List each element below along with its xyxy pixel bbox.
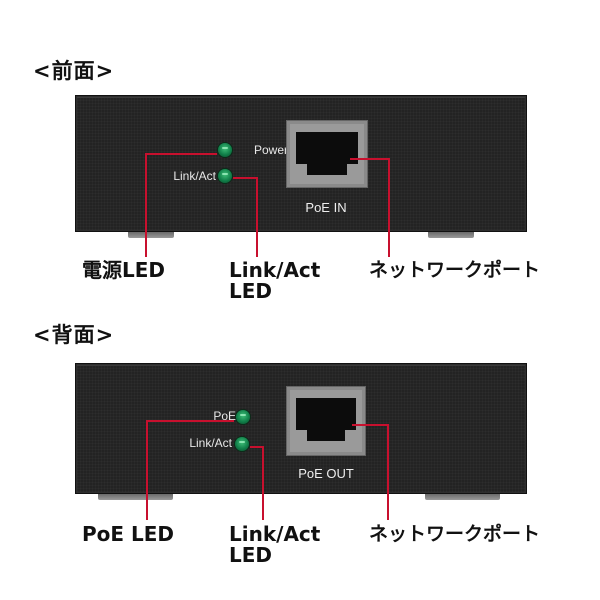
port-socket-latch (307, 163, 347, 175)
front-link-led (218, 169, 232, 183)
front-link-led-callout-line2: LED (229, 279, 273, 303)
front-link-callout-line (256, 177, 258, 257)
back-link-led (235, 437, 249, 451)
back-right-foot (425, 492, 500, 500)
back-panel: PoE Link/Act PoE OUT (75, 363, 527, 494)
poe-led-label: PoE (213, 409, 236, 423)
front-port-callout-line (350, 158, 389, 160)
back-left-foot (98, 492, 173, 500)
front-right-foot (428, 230, 474, 238)
front-left-foot (128, 230, 174, 238)
power-led-callout: 電源LED (82, 258, 166, 282)
port-socket (296, 398, 356, 430)
front-network-port-callout: ネットワークポート (369, 259, 541, 281)
front-link-callout-line (233, 177, 257, 179)
back-link-callout-line (250, 446, 264, 448)
back-network-port-callout: ネットワークポート (369, 523, 541, 545)
back-port-callout-line (387, 424, 389, 520)
port-socket (296, 132, 358, 164)
front-link-led-label: Link/Act (173, 169, 216, 183)
back-link-callout-line (262, 446, 264, 520)
back-section-title: <背面> (33, 323, 115, 347)
back-link-led-label: Link/Act (189, 436, 232, 450)
power-led-callout-line (145, 153, 217, 155)
front-panel: Power Link/Act PoE IN (75, 95, 527, 232)
front-port-callout-line (388, 158, 390, 257)
back-port-callout-line (352, 424, 388, 426)
back-link-led-callout-line2: LED (229, 543, 273, 567)
power-led-label: Power (253, 143, 288, 157)
front-section-title: <前面> (33, 59, 115, 83)
poe-led-callout-line (146, 420, 148, 520)
front-network-port (286, 120, 368, 188)
port-socket-latch (307, 429, 345, 441)
front-link-led-callout-line1: Link/Act (229, 258, 321, 282)
power-led (218, 143, 232, 157)
back-link-led-callout-line1: Link/Act (229, 522, 321, 546)
back-network-port (286, 386, 366, 456)
poe-led-callout-line (146, 420, 234, 422)
poe-led (236, 410, 250, 424)
back-port-label: PoE OUT (298, 466, 354, 481)
front-port-label: PoE IN (305, 200, 347, 215)
power-led-callout-line (145, 153, 147, 257)
poe-led-callout: PoE LED (82, 522, 175, 546)
